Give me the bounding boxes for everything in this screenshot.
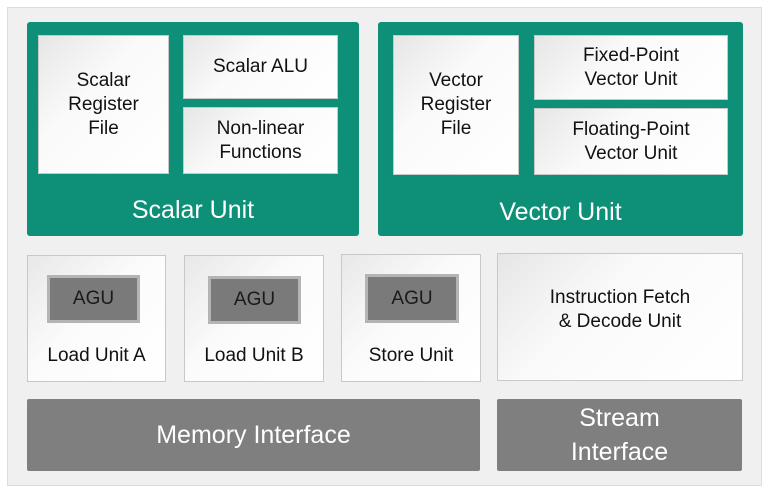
memory-interface: Memory Interface [27,399,480,471]
stream-interface: Stream Interface [497,399,742,471]
instruction-fetch-decode-unit: Instruction Fetch & Decode Unit [497,253,743,381]
nonlinear-functions: Non-linear Functions [183,107,338,174]
agu-store-unit: AGU [365,274,459,323]
vector-unit-label: Vector Unit [499,198,622,226]
scalar-unit-label: Scalar Unit [131,196,255,224]
store-unit-label: Store Unit [368,345,454,366]
floating-point-vector-unit: Floating-Point Vector Unit [534,108,728,175]
fixed-point-vector-unit-label: Fixed-Point Vector Unit [582,44,680,90]
scalar-alu-label: Scalar ALU [212,56,309,77]
store-unit: AGU Store Unit [341,254,481,382]
load-unit-a: AGU Load Unit A [27,255,166,382]
vector-unit: Vector Register File Fixed-Point Vector … [378,22,743,236]
vector-register-file: Vector Register File [393,35,519,175]
agu-label: AGU [233,289,276,310]
agu-load-unit-b: AGU [208,276,301,324]
instruction-fetch-decode-unit-label: Instruction Fetch & Decode Unit [549,287,691,332]
stream-interface-label: Stream Interface [570,404,669,466]
floating-point-vector-unit-label: Floating-Point Vector Unit [572,118,690,164]
fixed-point-vector-unit: Fixed-Point Vector Unit [534,35,728,100]
nonlinear-functions-label: Non-linear Functions [216,117,305,163]
agu-label: AGU [391,287,433,309]
agu-load-unit-a: AGU [47,275,140,323]
memory-interface-label: Memory Interface [156,421,351,449]
scalar-unit: Scalar Register File Scalar ALU Non-line… [27,22,359,236]
vector-register-file-label: Vector Register File [420,70,492,139]
scalar-register-file-label: Scalar Register File [68,69,139,139]
agu-label: AGU [72,288,115,309]
load-unit-b-label: Load Unit B [204,345,304,366]
scalar-alu: Scalar ALU [183,35,338,99]
load-unit-a-label: Load Unit A [47,345,146,366]
load-unit-b: AGU Load Unit B [184,255,324,382]
scalar-register-file: Scalar Register File [38,35,169,174]
